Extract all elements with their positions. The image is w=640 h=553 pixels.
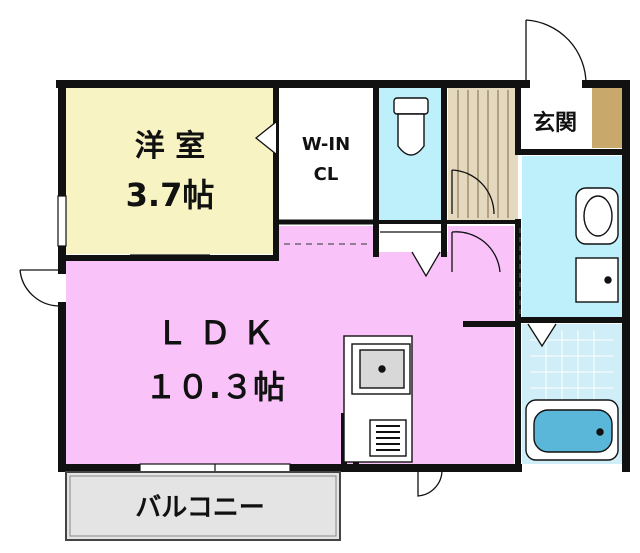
toilet-fixture [393,97,429,156]
wic-label-line1: W-IN [302,134,350,155]
door-west-exterior [19,269,62,307]
washing-machine-space [575,257,619,303]
wic-label-line2: CL [314,164,339,185]
door-closet [254,121,277,155]
stair-area [448,88,518,220]
entrance-mat [592,88,622,148]
bathtub [525,399,619,461]
ldk-size: １０.３帖 [145,368,285,406]
door-balcony-step [417,468,443,497]
stove-grid [369,419,407,457]
window-balcony [139,463,291,473]
window-west [57,195,67,247]
western-room-name: 洋 室 [135,129,205,164]
balcony-outline [65,471,341,541]
bath-tile-grid [530,330,614,400]
western-room-size: 3.7帖 [126,176,215,214]
stairs-treads [457,90,509,218]
door-stair-landing [451,169,501,273]
door-entrance [525,19,587,85]
door-washroom [527,323,557,348]
door-toilet [380,231,442,278]
ldk-area [66,226,514,464]
balcony-name: バルコニー [135,493,264,523]
ldk-name: Ｌ Ｄ Ｋ [156,314,274,352]
entrance-name: 玄関 [533,110,577,136]
walk-in-closet-area [280,88,372,220]
balcony-inner-outline [69,475,337,537]
western-room-area [66,88,274,254]
balcony-area [66,470,340,540]
wash-basin [575,187,619,245]
